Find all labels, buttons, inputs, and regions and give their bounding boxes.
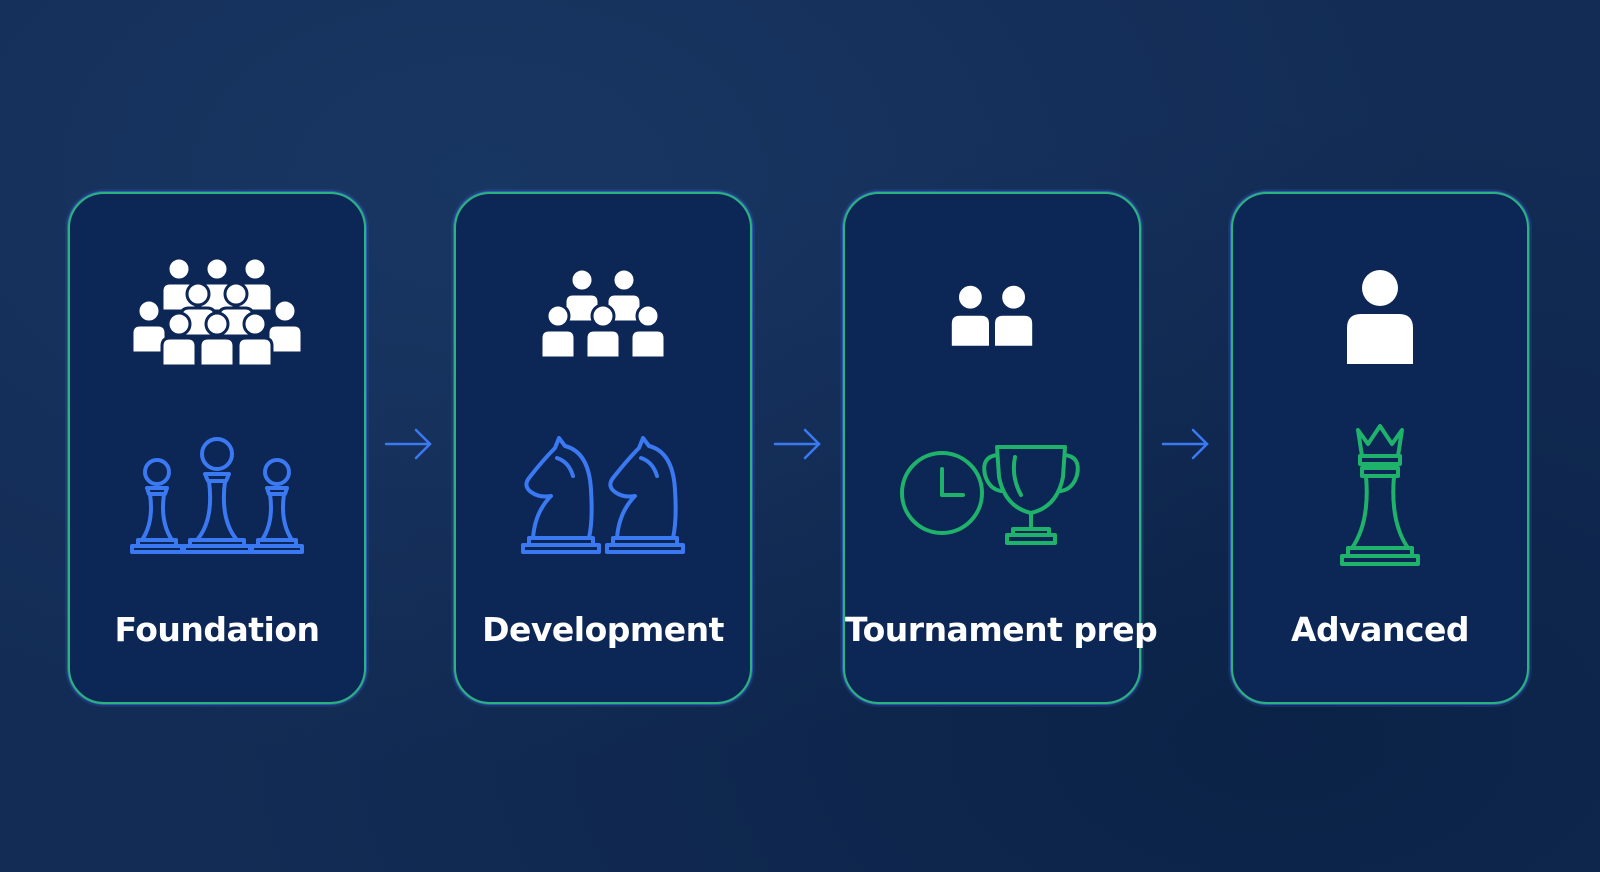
stage-card-tournament-prep: Tournament prep: [843, 192, 1158, 704]
stage-card-advanced: Advanced: [1231, 192, 1529, 704]
queen-icon: [1340, 424, 1420, 566]
stage-label: Advanced: [1291, 610, 1470, 649]
group-icon: [539, 267, 667, 360]
clock-trophy-icon: [900, 445, 1080, 545]
stage-label: Tournament prep: [845, 610, 1158, 649]
stage-label: Development: [482, 610, 724, 649]
single-person-icon: [1347, 270, 1413, 364]
stage-label: Foundation: [114, 610, 320, 649]
pawns-icon: [130, 437, 304, 554]
arrow-right-icon: [1161, 428, 1209, 460]
stage-card-foundation: Foundation: [68, 192, 366, 704]
pair-icon: [948, 282, 1036, 350]
arrow-right-icon: [384, 428, 432, 460]
arrow-right-icon: [773, 428, 821, 460]
knights-icon: [521, 436, 685, 554]
large-group-icon: [130, 256, 304, 368]
stage-card-development: Development: [454, 192, 752, 704]
